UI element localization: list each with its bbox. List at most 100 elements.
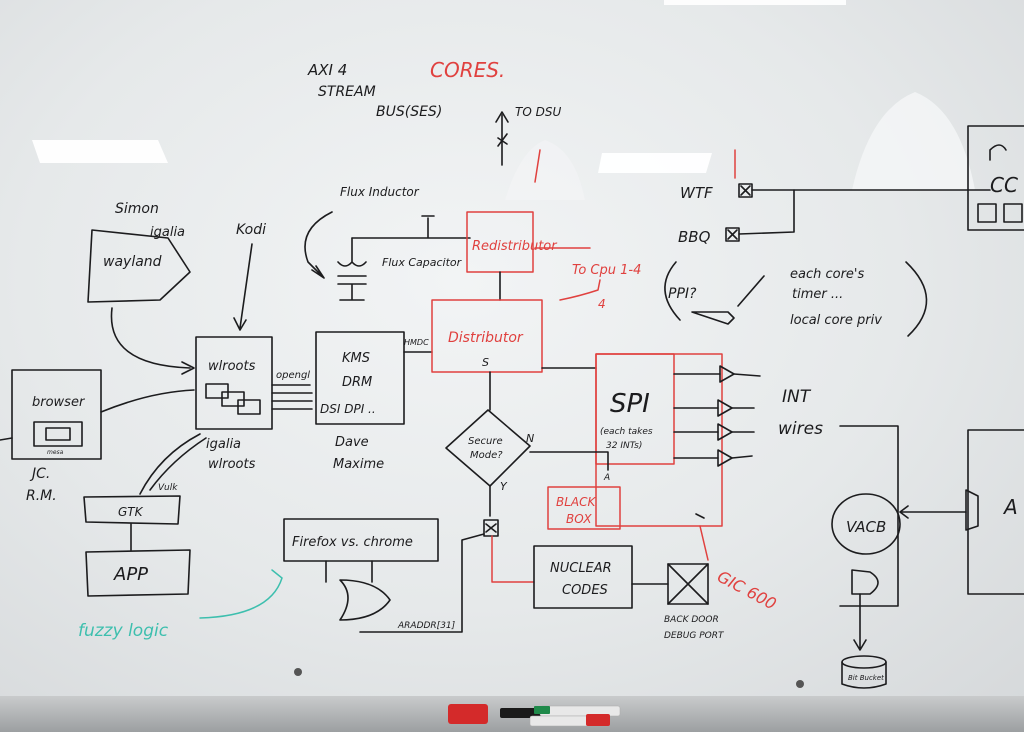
back-door-label-1: BACK DOOR (664, 615, 719, 625)
mesa-box (33, 421, 83, 447)
a-label: A (603, 473, 610, 483)
nuclear-label: NUCLEAR (550, 561, 612, 576)
gtk-box (83, 495, 181, 525)
secure-mode-diamond (445, 409, 531, 487)
nuclear-path (491, 535, 535, 583)
spi-output-wires (673, 373, 721, 459)
drm-label: DRM (342, 375, 372, 390)
back-door-box (667, 563, 709, 605)
int-label: INT (782, 387, 812, 407)
gtk-label: GTK (118, 505, 144, 519)
nuclear-codes-box (533, 545, 633, 609)
or-gate (339, 579, 391, 621)
a-right-label: A (1002, 495, 1018, 519)
to-cpu-label: To Cpu 1-4 (572, 263, 641, 278)
gic-outline (595, 353, 723, 527)
distributor-s-label: S (482, 356, 489, 369)
red-marker (448, 704, 488, 724)
spi-label: SPI (610, 389, 650, 419)
redistributor-label: Redistributor (472, 239, 558, 254)
browser-box (11, 369, 102, 460)
cores-label: CORES. (430, 58, 505, 82)
firefox-chrome-box (283, 518, 439, 562)
flux-inductor-label-1: Flux Inductor (340, 185, 420, 199)
busses-label: BUS(SES) (376, 104, 442, 120)
maxime-label: Maxime (333, 457, 384, 472)
vacb-label: VACB (846, 518, 886, 536)
timer-note-3: local core priv (790, 313, 882, 328)
secure-label: Secure (468, 436, 503, 447)
dave-label: Dave (335, 435, 369, 450)
jc-label: JC. (29, 466, 50, 482)
box-label: BOX (566, 512, 592, 526)
igalia-wlroots-label1: igalia (206, 437, 241, 452)
araddr-label: ARADDR[31] (397, 621, 456, 631)
int-bracket (839, 425, 899, 607)
distributor-label: Distributor (448, 330, 524, 346)
ppi-port (691, 311, 735, 325)
window-2 (221, 391, 245, 407)
back-door-label-2: DEBUG PORT (664, 631, 725, 641)
wtf-label: WTF (680, 184, 713, 202)
simon-label: Simon (115, 201, 159, 217)
to-dsu-label: TO DSU (515, 105, 561, 119)
wlroots-box (195, 336, 273, 430)
dsi-label: DSI DPI .. (320, 402, 376, 416)
distributor-box (431, 299, 543, 373)
kms-label: KMS (342, 351, 370, 366)
capacitor-symbol (337, 275, 367, 301)
app-box (85, 549, 191, 597)
kms-drm-box (315, 331, 405, 425)
right-port (965, 489, 979, 531)
browser-arrow (100, 389, 195, 413)
whiteboard (0, 0, 1024, 700)
switch-port (483, 519, 499, 537)
right-edge-box (967, 429, 1024, 595)
wayland-shape (87, 229, 191, 303)
flux-arrow (304, 211, 333, 279)
gic-600-label: GIC 600 (714, 567, 779, 614)
vacb-circle (831, 493, 901, 555)
bit-bucket (841, 655, 887, 669)
window-1 (205, 383, 229, 399)
app-label: APP (113, 564, 148, 585)
codes-label: CODES (562, 583, 608, 598)
cores-box (967, 125, 1024, 231)
cc-label: CC (990, 173, 1018, 197)
timer-note-1: each core's (790, 267, 865, 282)
n-label: N (526, 432, 534, 445)
mode-label: Mode? (470, 450, 503, 461)
bbq-label: BBQ (678, 228, 711, 246)
black-box (547, 486, 621, 530)
light-reflections (32, 0, 975, 200)
spi-note-1: (each takes (600, 427, 653, 437)
markers (448, 704, 621, 727)
flux-capacitor-label: Flux Capacitor (382, 256, 463, 269)
vulkan-label: Vulk (158, 483, 178, 493)
rm-label: R.M. (26, 488, 57, 504)
fuzzy-arrow (199, 569, 283, 619)
n-path (529, 451, 609, 471)
gtk-arrow (139, 433, 201, 495)
wires-label: wires (778, 419, 823, 439)
firefox-chrome-label: Firefox vs. chrome (292, 535, 413, 550)
green-marker-cap (534, 706, 550, 714)
fuzzy-logic-label: fuzzy logic (78, 621, 169, 641)
wlroots-label: wlroots (208, 359, 256, 374)
bit-bucket-label: Bit Bucket (848, 674, 884, 682)
ppi-label: PPI? (668, 286, 697, 302)
black-label: BLACK (556, 495, 597, 509)
stream-label: STREAM (318, 84, 376, 100)
igalia-wlroots-label2: wlroots (208, 457, 256, 472)
axi-label: AXI 4 (307, 61, 347, 79)
hmdc-label: HMDC (404, 338, 429, 347)
kodi-arrow (233, 243, 253, 331)
wayland-arrow (110, 307, 191, 369)
opengl-label: opengl (276, 370, 310, 381)
y-label: Y (500, 480, 508, 493)
four-label: 4 (598, 297, 606, 311)
to-dsu-x (497, 133, 508, 147)
window-3 (237, 399, 261, 415)
board-screw (294, 668, 302, 676)
